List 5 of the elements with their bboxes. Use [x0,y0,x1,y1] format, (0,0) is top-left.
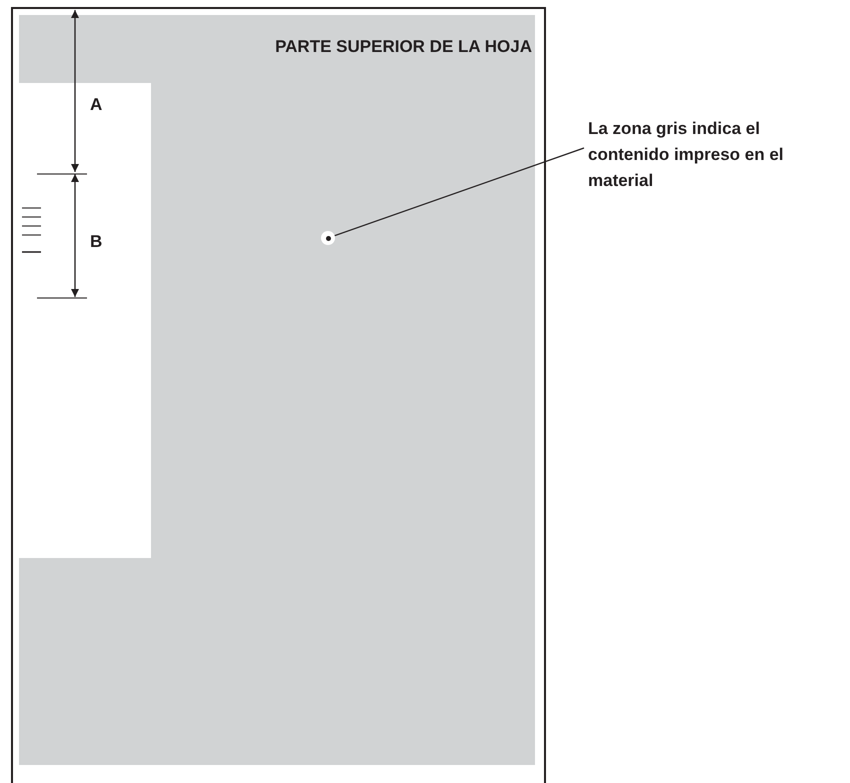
dimension-label: B [90,231,102,253]
leader-line [334,147,584,236]
sheet-top-label: PARTE SUPERIOR DE LA HOJA [275,36,532,58]
callout-text: La zona gris indica el contenido impreso en el material [588,116,838,194]
dimension-label: A [90,94,102,116]
